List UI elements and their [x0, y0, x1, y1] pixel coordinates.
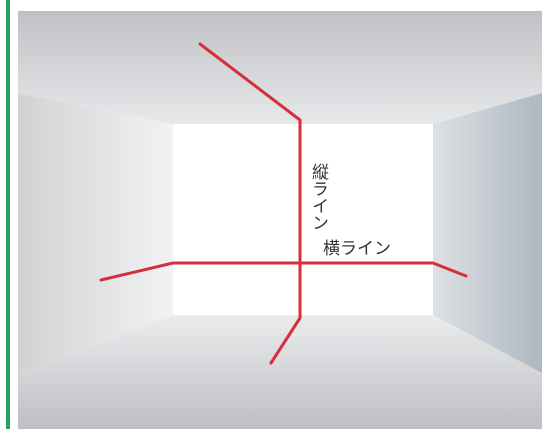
left-wall [18, 93, 173, 373]
vertical-laser-line [198, 42, 302, 365]
room-laser-diagram: 縦ライン 横ライン [18, 11, 542, 429]
floor [18, 315, 542, 429]
horizontal-laser-line [99, 261, 468, 282]
vertical-line-label: 縦ライン [308, 163, 329, 231]
ceiling [18, 11, 542, 124]
left-accent-rule [6, 0, 10, 429]
horizontal-line-label: 横ライン [323, 239, 391, 259]
back-wall [173, 124, 433, 315]
right-wall [433, 93, 542, 373]
